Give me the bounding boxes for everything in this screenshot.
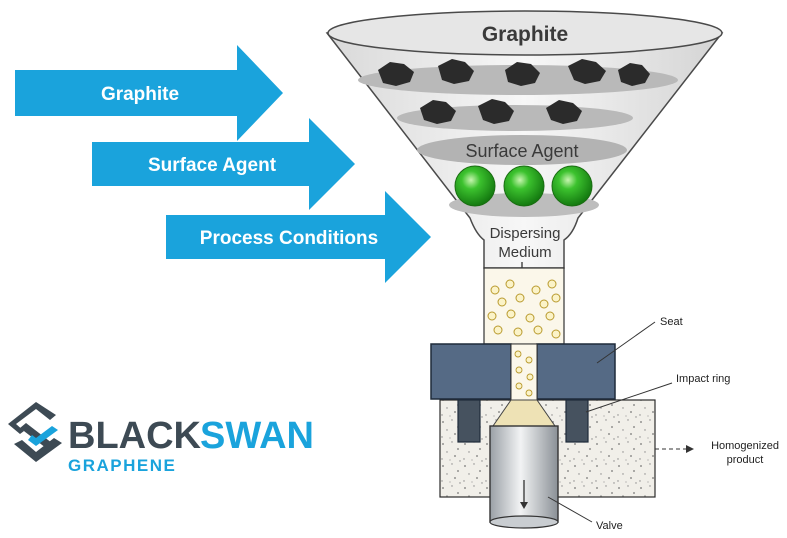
graphite-chunk-icon [420,100,456,124]
swan-logo-icon [8,402,62,462]
particle-icon [490,285,500,295]
surface-agent-arrow: Surface Agent [92,118,355,210]
surface-agent-arrow-label: Surface Agent [148,155,277,176]
homogenizer: Seat Impact ring Homogenized product Val… [430,267,779,532]
particle-icon [506,309,516,319]
funnel: Graphite Surface Agent Dispersing [325,10,724,287]
seat-label: Seat [660,316,683,328]
valve-arrow-head-icon [520,502,528,509]
green-ball-icon [454,165,496,207]
particle-icon [533,325,543,335]
particle-icon [526,373,534,381]
particle-icon [525,356,533,364]
graphite-chunk-icon [505,62,540,86]
particle-icon [487,311,497,321]
graphite-chunk-icon [438,59,474,84]
graphite-chunks-row2 [420,99,582,124]
homogenized-label-line1: Homogenized [711,440,779,452]
logo-graphene-text: GRAPHENE [68,456,176,475]
particle-icon [514,350,522,358]
particle-icon [525,389,533,397]
impact-ring-leader [585,382,673,413]
particle-icon [545,311,555,321]
channel-particles [514,350,534,397]
logo-swan-text: SWAN [200,415,314,457]
green-ball-icon [503,165,545,207]
particle-icon [531,285,541,295]
graphite-chunk-icon [378,62,414,86]
particle-icon [539,299,549,309]
process-conditions-arrow-shape [166,191,431,283]
seat-channel [510,343,538,401]
graphite-arrow: Graphite [15,45,283,141]
impact-ring-left [457,399,481,443]
particle-icon [515,293,525,303]
blackswan-logo: BLACK SWAN GRAPHENE [8,402,314,475]
particle-icon [551,293,561,303]
funnel-rim [327,10,723,56]
impact-ring-label: Impact ring [676,373,730,385]
particle-icon [551,329,561,339]
seat-left [430,343,512,400]
green-ball-icon [551,165,593,207]
process-conditions-arrow-label: Process Conditions [200,228,378,249]
valve-label: Valve [596,520,623,532]
particle-icon [493,325,503,335]
particle-icon [547,279,557,289]
seat-leader [596,321,656,364]
valve-leader [547,496,593,523]
logo-black-text: BLACK [68,415,202,457]
particle-icon [525,313,535,323]
particle-icon [515,382,523,390]
funnel-title: Graphite [482,23,568,46]
surface-agent-balls [454,165,593,207]
seat-right [536,343,616,400]
product-flow-head-icon [686,445,694,453]
surface-agent-band [417,135,627,165]
process-conditions-arrow: Process Conditions [166,191,431,283]
particles [487,279,561,339]
particle-icon [515,366,523,374]
graphite-chunk-icon [618,63,650,86]
valve-base [489,515,559,529]
graphite-chunk-icon [478,99,514,124]
particle-icon [497,297,507,307]
surface-agent-arrow-shape [92,118,355,210]
dispersing-label-line2: Medium [498,244,551,261]
particle-icon [505,279,515,289]
dispersing-label-line1: Dispersing [490,225,561,242]
impact-ring-right [565,399,589,443]
graphite-arrow-shape [15,45,283,141]
graphite-chunks-row1 [378,59,650,86]
particle-icon [513,327,523,337]
graphite-chunk-icon [546,100,582,124]
graphite-chunk-icon [568,59,606,84]
homogenized-label-line2: product [727,454,764,466]
graphite-arrow-label: Graphite [101,84,179,105]
surface-agent-label: Surface Agent [465,141,578,161]
